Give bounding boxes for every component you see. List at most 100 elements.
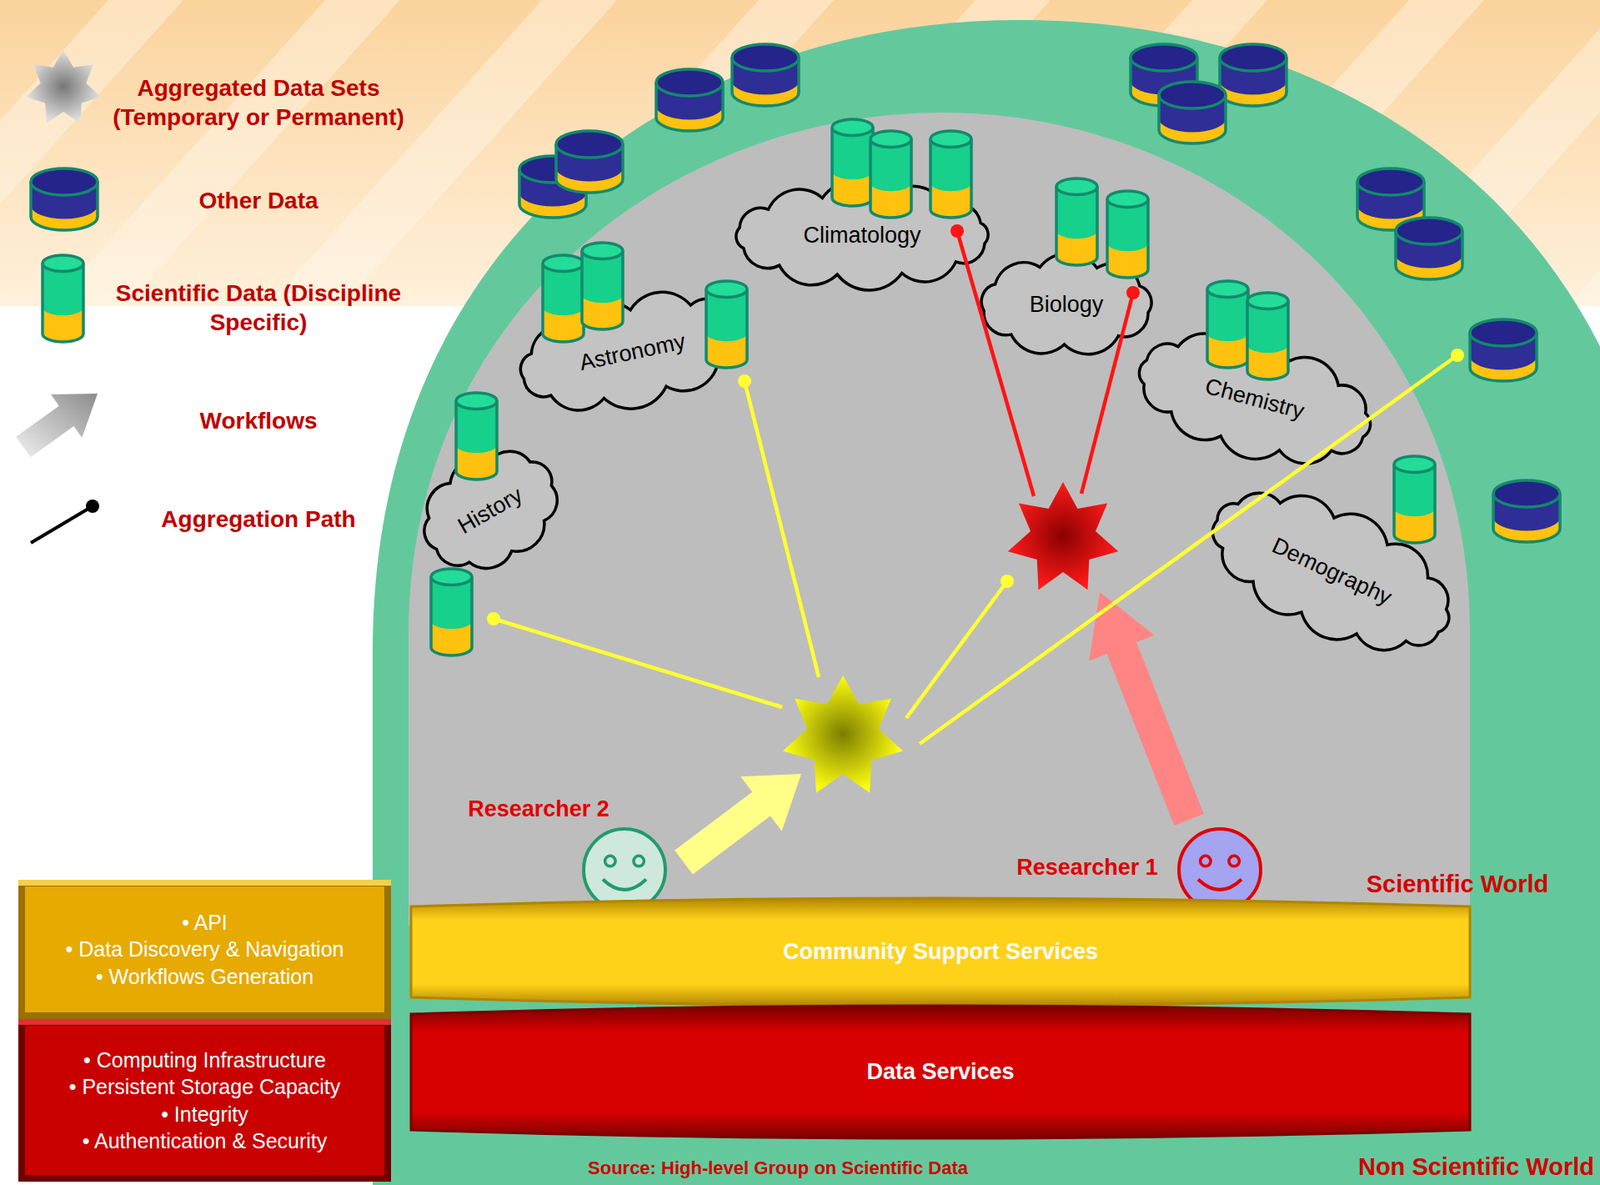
cylinder-top xyxy=(519,155,587,183)
cylinder-top xyxy=(542,255,584,272)
cylinder-band xyxy=(732,57,799,95)
cylinder-outline xyxy=(832,127,873,206)
cylinder-outline xyxy=(656,82,723,131)
cylinder-body xyxy=(832,127,873,206)
aggregation-path xyxy=(919,355,1458,744)
cylinder-top xyxy=(1469,319,1537,347)
cylinder-outline xyxy=(1247,300,1289,380)
service-box: • API• Data Discovery & Navigation• Work… xyxy=(18,879,392,1019)
cylinder-outline xyxy=(556,144,623,193)
legend-text: Other Data xyxy=(91,185,426,216)
legend-scientific-data-icon xyxy=(42,255,84,342)
cylinder-outline xyxy=(1219,57,1287,106)
box-bevel-light xyxy=(18,1018,392,1025)
aggregation-path xyxy=(1081,292,1134,494)
other-data-cylinder xyxy=(1469,319,1537,382)
cylinder-body xyxy=(1247,300,1289,380)
cloud-outline xyxy=(1189,460,1474,683)
cylinder-outline xyxy=(870,139,912,218)
scientific-data-cylinder xyxy=(456,392,497,480)
cloud-outline xyxy=(510,274,757,431)
box-bevel-light xyxy=(18,879,392,886)
band-shape xyxy=(411,897,1470,1006)
scientific-data-cylinder xyxy=(870,130,912,218)
face-smile xyxy=(602,878,647,889)
cylinder-band xyxy=(519,169,587,206)
node-text: • Data Discovery & Navigation xyxy=(65,935,345,964)
cloud-outline xyxy=(981,252,1152,354)
node-text: Researcher 2 xyxy=(467,796,610,823)
aggregation-path-end xyxy=(1450,348,1465,362)
cylinder-body xyxy=(542,263,584,342)
scientific-data-cylinder xyxy=(581,242,623,330)
face-eye xyxy=(1200,855,1211,866)
scientific-data-cylinder xyxy=(930,130,972,218)
cylinder-band xyxy=(930,139,972,191)
box-bevel xyxy=(18,1018,392,1182)
cylinder-outline xyxy=(42,263,84,342)
world-label: Source: High-level Group on Scientific D… xyxy=(587,1157,969,1179)
cylinder-band xyxy=(832,127,873,180)
cylinder-top xyxy=(1130,44,1198,71)
cylinder-body xyxy=(1395,230,1463,280)
cylinder-outline xyxy=(1107,199,1149,278)
cloud-outline xyxy=(401,427,577,591)
cylinder-body xyxy=(42,263,84,342)
aggregation-path xyxy=(906,581,1008,718)
cylinder-top xyxy=(1107,190,1149,208)
aggregation-path xyxy=(493,618,783,708)
legend-path-icon xyxy=(30,506,93,543)
aggregation-path-end xyxy=(486,611,501,626)
box-face xyxy=(25,886,385,1013)
cylinder-band xyxy=(1395,230,1463,268)
other-data-cylinder xyxy=(519,155,587,218)
aggregation-path-end xyxy=(737,374,752,388)
band-shape xyxy=(411,1005,1470,1139)
cylinder-band xyxy=(581,250,623,303)
cylinder-top xyxy=(930,130,972,148)
cylinder-body xyxy=(1219,57,1287,106)
scientific-world-arch xyxy=(372,20,1600,1185)
cylinder-body xyxy=(656,82,723,131)
cylinder-band xyxy=(1056,186,1098,239)
cylinder-outline xyxy=(1395,230,1463,280)
cylinder-top xyxy=(1207,280,1249,298)
cylinder-top xyxy=(706,280,748,298)
legend-path-dot xyxy=(85,499,100,513)
scientific-data-cylinder xyxy=(542,255,584,342)
cylinder-body xyxy=(1493,493,1560,542)
scientific-data-cylinder xyxy=(1107,190,1149,278)
cylinder-body xyxy=(930,139,972,218)
cylinder-top xyxy=(581,242,623,260)
node-text: • Integrity xyxy=(160,1100,249,1129)
cylinder-body xyxy=(456,401,497,480)
cylinder-band xyxy=(1394,464,1435,517)
legend-text: Scientific Data (Discipline Specific) xyxy=(91,278,426,337)
cylinder-outline xyxy=(930,139,972,218)
aggregation-path xyxy=(957,230,1034,497)
box-face xyxy=(25,1025,385,1175)
cylinder-band xyxy=(1357,181,1425,219)
cylinder-top xyxy=(431,568,472,586)
cylinder-outline xyxy=(542,263,584,342)
cylinder-body xyxy=(732,57,799,106)
cylinder-top xyxy=(1493,480,1560,507)
face xyxy=(1178,828,1261,911)
face xyxy=(583,828,666,911)
cylinder-top xyxy=(42,255,84,272)
scientific-data-cylinder xyxy=(1207,280,1249,368)
other-data-cylinder xyxy=(1130,44,1198,106)
cylinder-outline xyxy=(519,169,587,218)
cylinder-outline xyxy=(1056,186,1098,266)
node-text: • Persistent Storage Capacity xyxy=(69,1073,342,1101)
legend-star-icon xyxy=(25,50,101,123)
cylinder-top xyxy=(456,392,497,410)
cylinder-top xyxy=(870,130,912,148)
cylinder-body xyxy=(1056,186,1098,266)
cylinder-outline xyxy=(1357,181,1425,231)
cylinder-body xyxy=(1207,289,1249,368)
legend-text: Aggregated Data Sets (Temporary or Perma… xyxy=(91,73,426,132)
cylinder-top xyxy=(556,130,623,158)
